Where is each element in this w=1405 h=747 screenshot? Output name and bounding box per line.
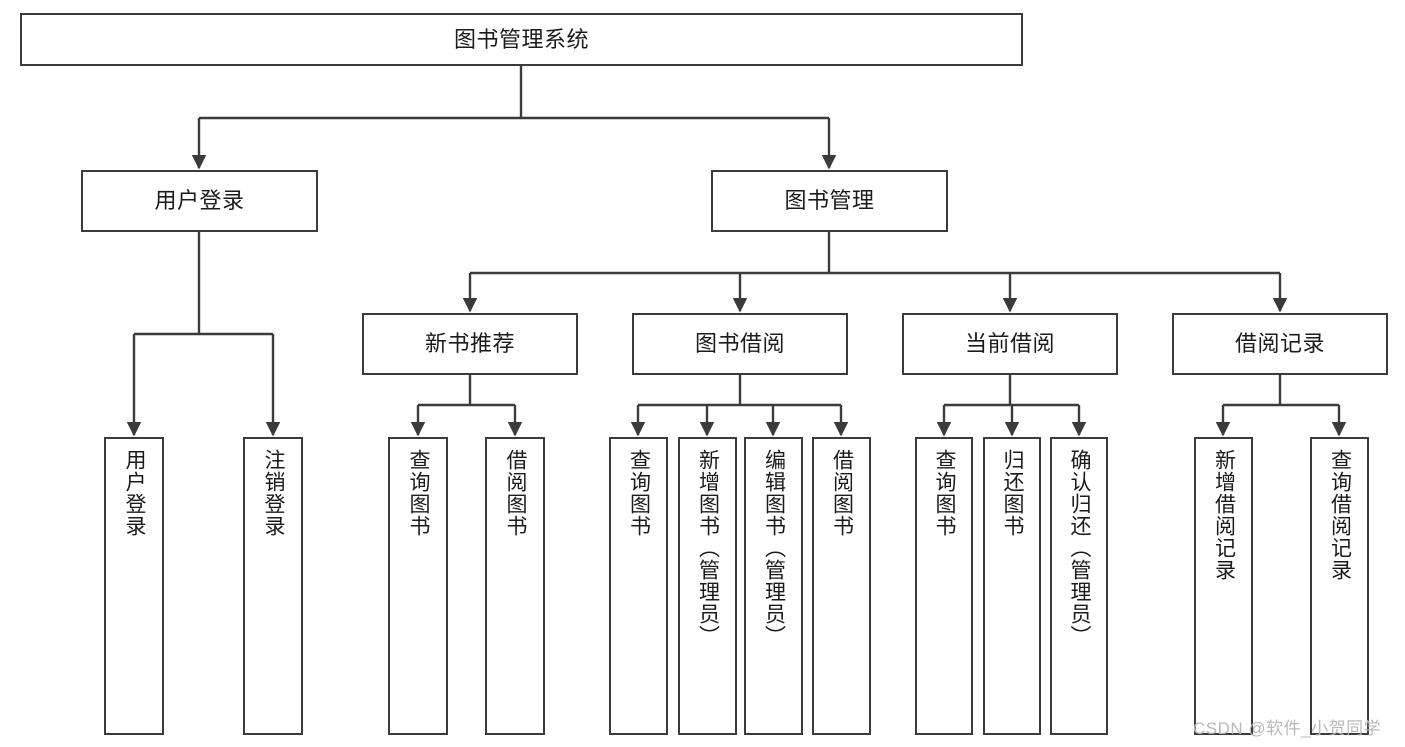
- node-label: 用户登录: [154, 188, 245, 214]
- node-label: 图书借阅: [694, 331, 785, 357]
- node-level2-0[interactable]: 用户登录: [81, 170, 318, 232]
- node-leaf-0[interactable]: 用户登录: [104, 437, 164, 735]
- node-leaf-7[interactable]: 借阅图书: [812, 437, 871, 735]
- node-label: 借阅图书: [504, 449, 528, 537]
- csdn-watermark: CSDN @软件_小贺同学: [1193, 719, 1382, 738]
- node-label: 图书管理系统: [453, 26, 589, 52]
- node-label: 新增借阅记录: [1212, 449, 1236, 581]
- node-label: 注销登录: [262, 449, 286, 537]
- node-leaf-1[interactable]: 注销登录: [243, 437, 303, 735]
- node-label: 查询图书: [933, 449, 957, 537]
- node-label: 用户登录: [123, 449, 147, 537]
- node-level3-0[interactable]: 新书推荐: [362, 313, 578, 375]
- node-label: 查询图书: [627, 449, 651, 537]
- node-label: 编辑图书（管理员）: [762, 449, 786, 647]
- node-level2-1[interactable]: 图书管理: [711, 170, 948, 232]
- node-leaf-5[interactable]: 新增图书（管理员）: [678, 437, 737, 735]
- node-leaf-10[interactable]: 确认归还（管理员）: [1050, 437, 1108, 735]
- node-label: 新增图书（管理员）: [696, 449, 720, 647]
- node-leaf-2[interactable]: 查询图书: [388, 437, 448, 735]
- node-leaf-12[interactable]: 查询借阅记录: [1310, 437, 1369, 735]
- node-root[interactable]: 图书管理系统: [20, 13, 1023, 66]
- node-leaf-6[interactable]: 编辑图书（管理员）: [744, 437, 803, 735]
- node-label: 查询图书: [407, 449, 431, 537]
- node-label: 确认归还（管理员）: [1068, 449, 1092, 647]
- node-label: 借阅图书: [830, 449, 854, 537]
- node-leaf-8[interactable]: 查询图书: [915, 437, 973, 735]
- node-label: 新书推荐: [424, 331, 515, 357]
- node-leaf-4[interactable]: 查询图书: [609, 437, 668, 735]
- node-leaf-11[interactable]: 新增借阅记录: [1194, 437, 1253, 735]
- node-label: 归还图书: [1001, 449, 1025, 537]
- node-label: 当前借阅: [964, 331, 1055, 357]
- node-level3-2[interactable]: 当前借阅: [902, 313, 1118, 375]
- node-level3-1[interactable]: 图书借阅: [632, 313, 848, 375]
- node-label: 图书管理: [784, 188, 875, 214]
- node-leaf-3[interactable]: 借阅图书: [485, 437, 545, 735]
- node-label: 借阅记录: [1234, 331, 1325, 357]
- node-label: 查询借阅记录: [1328, 449, 1352, 581]
- node-leaf-9[interactable]: 归还图书: [983, 437, 1041, 735]
- node-level3-3[interactable]: 借阅记录: [1172, 313, 1388, 375]
